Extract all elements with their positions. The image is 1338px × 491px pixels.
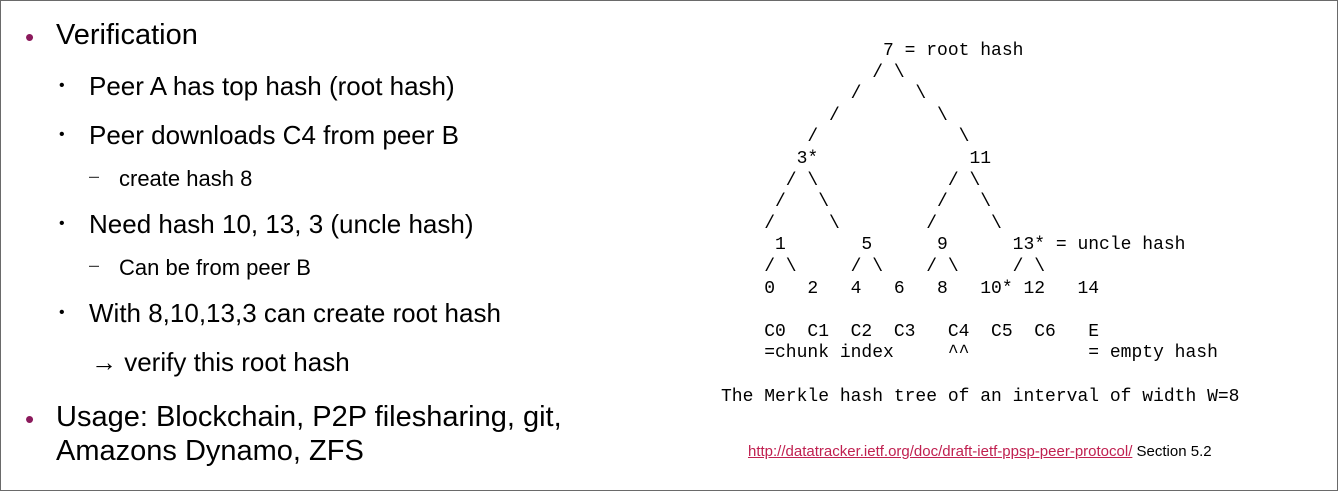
tree-line: / \ / \: [785, 170, 981, 191]
reference-link[interactable]: http://datatracker.ietf.org/doc/draft-ie…: [748, 443, 1133, 460]
tree-line: 3* 11: [796, 148, 992, 169]
bullet-usage: Usage: Blockchain, P2P filesharing, git,: [56, 401, 562, 433]
tree-line: / \ / \ / \ / \: [764, 256, 1046, 277]
bullet-marker: •: [59, 215, 65, 232]
tree-line: 1 5 9 13* = uncle hash: [775, 235, 1186, 256]
tree-line: 0 2 4 6 8 10* 12 14: [764, 278, 1100, 299]
bullet-usage-continued: Amazons Dynamo, ZFS: [56, 435, 364, 467]
bullet-marker: •: [25, 22, 35, 52]
bullet-peer-a: Peer A has top hash (root hash): [89, 71, 455, 101]
tree-line: / \: [829, 105, 948, 126]
tree-line: [721, 300, 764, 320]
bullet-marker: •: [59, 304, 65, 321]
tree-line: / \ / \: [775, 192, 992, 213]
bullet-peer-downloads: Peer downloads C4 from peer B: [89, 120, 459, 150]
tree-line: C0 C1 C2 C3 C4 C5 C6 E: [764, 321, 1100, 342]
reference: http://datatracker.ietf.org/doc/draft-ie…: [748, 443, 1212, 460]
bullet-verification: Verification: [56, 19, 198, 51]
dash-marker: –: [89, 255, 100, 275]
merkle-tree-diagram: 7 = root hash / \ / \ / \ / \ 3* 11 / \ …: [721, 41, 1239, 408]
tree-line: 7 = root hash: [883, 41, 1024, 61]
bullet-create-root: With 8,10,13,3 can create root hash: [89, 298, 501, 328]
bullet-create-hash: create hash 8: [119, 166, 253, 191]
bullet-marker: •: [59, 77, 65, 94]
tree-line: / \ / \: [764, 213, 1002, 234]
tree-line: / \: [850, 84, 927, 105]
bullet-from-peer-b: Can be from peer B: [119, 255, 311, 280]
bullet-marker: •: [59, 126, 65, 143]
dash-marker: –: [89, 166, 100, 186]
tree-line: / \: [807, 127, 970, 148]
bullet-verify-root: → verify this root hash: [91, 347, 350, 377]
tree-line: / \: [872, 62, 905, 83]
tree-line: =chunk index ^^ = empty hash: [764, 343, 1218, 364]
bullet-need-hash: Need hash 10, 13, 3 (uncle hash): [89, 209, 474, 239]
bullet-marker: •: [25, 404, 35, 434]
reference-section: Section 5.2: [1132, 443, 1212, 460]
tree-line: [721, 365, 764, 385]
tree-line: The Merkle hash tree of an interval of w…: [721, 386, 1240, 407]
